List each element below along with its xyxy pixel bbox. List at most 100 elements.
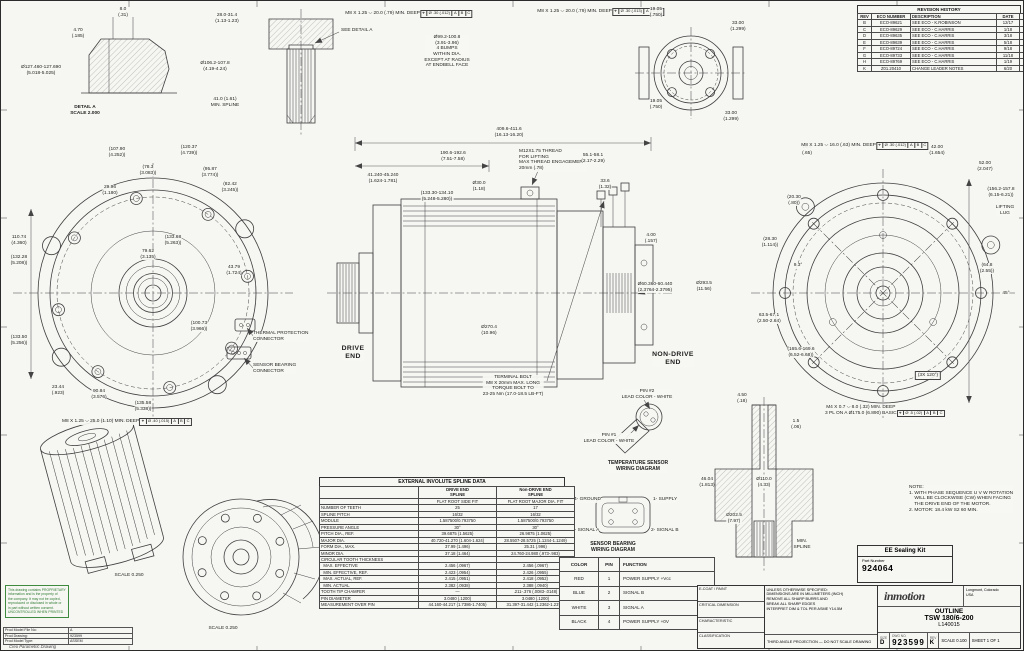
dim-label: (95.87 (3.774)) xyxy=(201,167,219,179)
dim-label: 4.50 (.18) xyxy=(737,393,747,405)
dim-label: Ø106.2-107.8 (4.19-4.24) xyxy=(200,61,230,73)
dim-label: (132.28 (5.208)) xyxy=(10,255,28,267)
table-cell: 4 xyxy=(598,614,620,630)
sealing-kit-box: EE Sealing Kit Part Number 924064 xyxy=(857,545,953,583)
dim-label: M4 X 0.7 ⌵ 8.0 (.32) MIN. DEEP 3 PL ON A… xyxy=(825,405,945,418)
dim-label: 4.70 (.185) xyxy=(71,28,85,40)
dim-label: 63.5-67.1 (2.50-2.64) xyxy=(757,313,781,325)
dim-label: Ø60.360-60.440 (2.3764-2.3795) xyxy=(637,282,673,294)
dim-label: Ø293.5 (11.56) xyxy=(696,281,712,293)
revision-history-title: REVISION HISTORY xyxy=(857,5,1021,13)
dim-label: 29.96 (1.180) xyxy=(102,185,118,197)
dim-label: M8 X 1.25 ⌵ 25.0 (1.10) MIN. DEEP⌖Ø .40 … xyxy=(61,417,193,426)
dim-label: SCALE 0.250 xyxy=(114,573,144,579)
table-cell: FLAT ROOT MAJOR DIA. FIT xyxy=(496,497,575,506)
table-cell: K xyxy=(857,64,872,73)
flag-row: CHARACTERISTIC xyxy=(698,618,764,634)
dim-label: 28.0-31.4 (1.13-1.23) xyxy=(215,13,239,25)
dim-label: 43.79 (1.724) xyxy=(226,265,242,277)
table-cell: 1.587500/0.793750 xyxy=(496,517,575,525)
table-header-cell xyxy=(319,486,419,499)
dim-label: (120.37 (4.739)) xyxy=(180,145,198,157)
dim-label: 42.00 (1.654) xyxy=(929,145,945,157)
dim-label: (156.2-157.8 (6.15-6.21)) xyxy=(987,187,1015,199)
table-cell: 2 xyxy=(598,585,620,602)
drawing-model: TSW 180/6-200 xyxy=(924,615,974,622)
inmotion-logo: inmotion xyxy=(884,588,925,603)
table-row: Prod Model Type:ASSEM xyxy=(3,638,133,645)
dim-label: 9.3° xyxy=(793,263,803,269)
dim-label: 41.240-45.240 (1.624-1.781) xyxy=(367,173,399,185)
part-number-value: 924064 xyxy=(862,563,894,573)
dim-label: SEE DETAIL A xyxy=(341,28,373,34)
dim-label: PIN #1 LEAD COLOR - WHITE xyxy=(583,433,635,445)
drive-end-view xyxy=(13,163,293,423)
table-header-cell: PIN xyxy=(598,556,620,573)
dim-label: M8 X 1.25 ⌵ 16.0 (.63) MIN. DEEP⌖Ø .30 (… xyxy=(801,141,929,150)
dim-label: M8 X 1.25 ⌵ 20.0 (.79) MIN. DEEP⌖Ø .30 (… xyxy=(345,9,473,18)
drawing-part-no: L140015 xyxy=(938,622,960,628)
sealing-kit-title: EE Sealing Kit xyxy=(858,546,952,557)
table-cell: DW xyxy=(1019,32,1023,40)
side-view xyxy=(327,182,673,388)
dim-label: MIN. SPLINE xyxy=(793,539,811,551)
table-cell: 28.5507-28.5725 (1.1244-1.1249) xyxy=(496,536,575,545)
dim-label: TEMPERATURE SENSOR WIRING DIAGRAM xyxy=(607,460,669,473)
dim-label: (165.6-169.6 (6.52-6.68)) xyxy=(787,347,815,359)
table-cell: 30° xyxy=(496,523,575,532)
dim-label: 190.6-192.6 (7.51-7.58) xyxy=(440,151,466,163)
dim-label: (133.50 (5.256)) xyxy=(10,335,28,347)
dim-label: LIFTING LUG xyxy=(995,205,1015,217)
table-cell: 3 xyxy=(598,600,620,616)
table-cell: DW xyxy=(1019,45,1023,53)
iso-front-view xyxy=(182,498,324,616)
table-cell: MEASUREMENT OVER PIN xyxy=(319,601,419,609)
table-header-cell: FUNCTION xyxy=(619,556,715,573)
table-row: CIRCULAR TOOTH THICKNESS xyxy=(319,555,575,564)
spline-data-table: EXTERNAL INVOLUTE SPLINE DATA DRIVE END … xyxy=(319,477,575,609)
company-address: Longmont, Colorado USA xyxy=(963,586,1020,606)
dim-label: M12X1.75 THREAD FOR LIFTING MAX THREAD E… xyxy=(519,149,587,172)
scale-cell: SCALE 0.100 xyxy=(939,633,970,648)
dim-label: SENSOR BEARING WIRING DIAGRAM xyxy=(590,541,636,554)
table-cell: DW xyxy=(1019,51,1023,60)
dim-label: (135.58 (5.338)) xyxy=(134,401,152,413)
rev-cell: REV K xyxy=(928,633,940,648)
table-cell: 1 xyxy=(598,571,620,587)
table-row: PITCH DIA., REF.39.6875 (1.5625)26.9875 … xyxy=(319,530,575,538)
dim-label: 55.1-58.1 (2.17-2.29) xyxy=(581,153,605,165)
detail-a-view xyxy=(81,17,177,94)
dim-label: Ø270.4 (10.96) xyxy=(481,325,497,337)
dim-label: 33.00 (1.299) xyxy=(730,21,746,33)
table-cell: RED xyxy=(559,571,599,587)
drawing-number: DWG NO. 923599 xyxy=(890,633,928,648)
table-cell: 26.9875 (1.0625) xyxy=(496,530,575,538)
dim-label: Ø202.5 (7.97) xyxy=(726,513,742,525)
table-header-cell: ECO NUMBER xyxy=(871,12,911,21)
dim-label: 33.6 (1.32) xyxy=(598,179,612,191)
dim-label: 4- GROUND xyxy=(574,497,601,503)
table-cell: WHITE xyxy=(559,600,599,616)
proprietary-note: This drawing contains PROPRIETARY inform… xyxy=(5,585,69,618)
creo-label: Creo Parametric Drawing xyxy=(9,644,57,649)
